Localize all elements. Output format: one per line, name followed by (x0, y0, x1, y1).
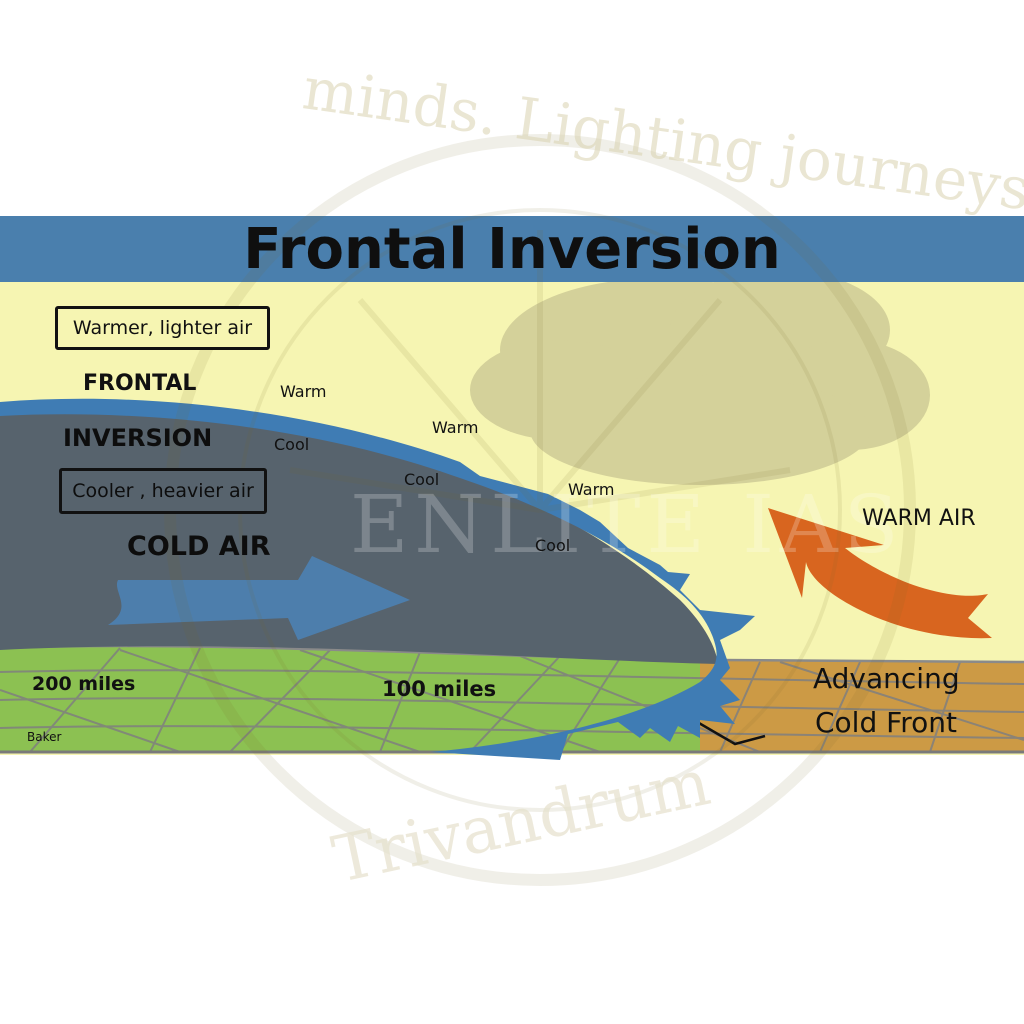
layer-2-warm-label: Warm (432, 418, 479, 437)
layer-3-warm-label: Warm (568, 480, 615, 499)
warmer-air-label: Warmer, lighter air (55, 306, 270, 350)
layer-2-cool-label: Cool (404, 470, 440, 489)
cooler-air-label: Cooler , heavier air (59, 468, 267, 514)
distance-100-label: 100 miles (382, 677, 497, 701)
distance-200-label: 200 miles (32, 673, 136, 695)
layer-3-cool-label: Cool (535, 536, 571, 555)
layer-1-cool-label: Cool (274, 435, 310, 454)
warm-air-label: WARM AIR (862, 506, 976, 531)
cloud-icon (470, 270, 930, 485)
frontal-label: FRONTAL (83, 371, 197, 396)
watermark-center-text: ENLITE IAS (350, 478, 905, 571)
warm-air-arrow (768, 508, 992, 639)
cold-air-label: COLD AIR (127, 531, 271, 562)
cold-air-arrow (108, 556, 410, 640)
author-label: Baker (27, 730, 62, 744)
page-title: Frontal Inversion (243, 217, 781, 282)
layer-1-warm-label: Warm (280, 382, 327, 401)
cold-front-edge (0, 398, 755, 760)
title-band (0, 216, 1024, 282)
cold-front-label: Cold Front (815, 706, 957, 739)
advancing-label: Advancing (813, 662, 960, 695)
inversion-label: INVERSION (63, 424, 213, 452)
ground (0, 644, 1024, 754)
